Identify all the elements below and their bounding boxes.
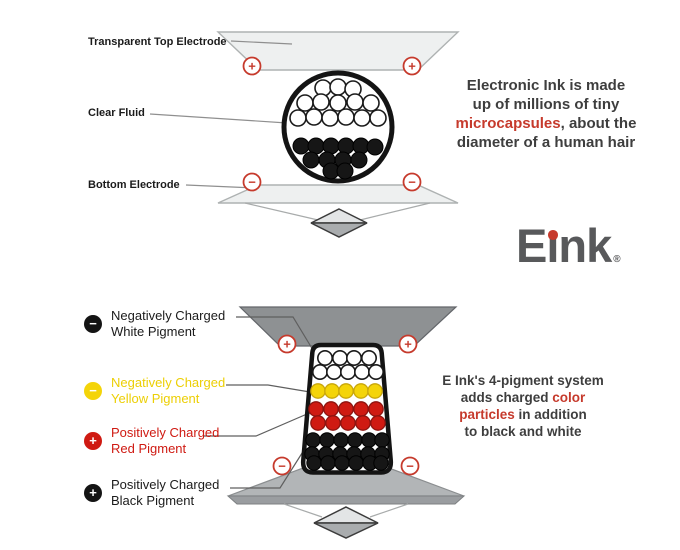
negative-charge-icon: −: [84, 314, 102, 333]
perspective-line: [244, 202, 319, 221]
svg-text:+: +: [283, 337, 291, 352]
top-diagram-art: + + − −: [149, 31, 460, 238]
charge-symbol: −: [89, 316, 97, 331]
caption-line: adds charged color: [390, 389, 656, 406]
label-transparent-top-electrode: Transparent Top Electrode: [88, 36, 227, 48]
caption-line: to black and white: [464, 424, 582, 439]
white-pigment-row: [311, 349, 384, 380]
label-connector-clear-fluid: [149, 113, 288, 124]
legend-line1: Positively Charged: [111, 425, 220, 440]
positive-charge-icon: +: [398, 334, 418, 354]
caption-line: diameter of a human hair: [456, 134, 636, 151]
label-clear-fluid: Clear Fluid: [88, 107, 145, 119]
legend-item-white-pigment: − Negatively Charged White Pigment: [84, 308, 225, 339]
legend-line2: Red Pigment: [111, 440, 187, 456]
legend-line1: Positively Charged: [111, 477, 220, 492]
svg-text:−: −: [248, 175, 256, 190]
legend-line2: Yellow Pigment: [111, 390, 200, 406]
particles-highlight: particles: [459, 407, 515, 422]
caption-line: E Ink's 4-pigment system: [390, 372, 656, 389]
svg-text:−: −: [406, 459, 414, 474]
bottom-caption: E Ink's 4-pigment system adds charged co…: [390, 372, 656, 440]
legend-label: Negatively Charged White Pigment: [111, 308, 225, 339]
display-pixel-diamond: [313, 506, 379, 539]
negative-charge-icon: −: [272, 456, 292, 476]
color-highlight: color: [552, 390, 586, 405]
legend-connector-black: [230, 449, 305, 489]
svg-text:−: −: [278, 459, 286, 474]
microcapsules-highlight: microcapsules: [455, 115, 561, 132]
bottom-electrode-sheet: [217, 184, 459, 204]
bottom-diagram-art: + + − −: [204, 306, 466, 539]
svg-text:+: +: [408, 59, 416, 74]
caption-line: particles in addition: [390, 406, 656, 423]
legend-connector-yellow: [226, 384, 311, 393]
negative-charge-icon: −: [242, 172, 262, 192]
caption-text: system: [553, 373, 604, 388]
legend-line2: Black Pigment: [111, 492, 195, 508]
positive-charge-icon: +: [84, 483, 102, 502]
caption-text: in addition: [514, 407, 587, 422]
positive-charge-icon: +: [277, 334, 297, 354]
legend-label: Positively Charged Black Pigment: [111, 477, 219, 508]
negative-charge-icon: −: [84, 381, 102, 400]
bottom-electrode-front-face: [226, 495, 466, 505]
positive-charge-icon: +: [402, 56, 422, 76]
legend-connector-white: [236, 316, 317, 356]
registered-trademark-icon: ®: [613, 254, 621, 265]
perspective-line: [359, 202, 431, 221]
top-electrode-sheet-dark: [238, 306, 458, 347]
logo-wordmark: Eınk: [516, 219, 612, 272]
negative-charge-icon: −: [400, 456, 420, 476]
caption-line: microcapsules, about the: [437, 114, 655, 133]
positive-charge-icon: +: [242, 56, 262, 76]
four-pigment-bold: 4-pigment: [488, 373, 554, 388]
label-connector-top-electrode: [230, 40, 293, 45]
logo-ink: ınk: [546, 219, 612, 272]
legend-label: Negatively Charged Yellow Pigment: [111, 375, 225, 406]
yellow-pigment-row: [310, 383, 383, 399]
legend-line1: Negatively Charged: [111, 375, 226, 390]
svg-text:+: +: [404, 337, 412, 352]
legend-line2: White Pigment: [111, 323, 196, 339]
label-bottom-electrode: Bottom Electrode: [88, 179, 180, 191]
top-caption: Electronic Ink is made up of millions of…: [437, 76, 655, 152]
white-pigment-particles: [289, 78, 387, 127]
charge-symbol: −: [89, 383, 97, 398]
eink-logo: Eınk®: [516, 222, 621, 278]
logo-red-dot-icon: [548, 230, 558, 240]
legend-label: Positively Charged Red Pigment: [111, 425, 219, 456]
charge-symbol: +: [89, 433, 97, 448]
charge-symbol: +: [89, 485, 97, 500]
caption-text: E Ink's: [442, 373, 489, 388]
perspective-line: [283, 503, 323, 518]
display-pixel-diamond: [310, 208, 368, 238]
negative-charge-icon: −: [402, 172, 422, 192]
caption-text: , about the: [560, 115, 637, 132]
caption-line: up of millions of tiny: [472, 96, 620, 113]
legend-item-red-pigment: + Positively Charged Red Pigment: [84, 425, 219, 456]
perspective-line: [369, 503, 409, 518]
svg-text:−: −: [408, 175, 416, 190]
logo-letter-e: E: [516, 219, 547, 272]
black-pigment-row: [304, 432, 390, 471]
positive-charge-icon: +: [84, 431, 102, 450]
legend-item-yellow-pigment: − Negatively Charged Yellow Pigment: [84, 375, 225, 406]
caption-line: Electronic Ink is made: [466, 77, 626, 94]
svg-text:+: +: [248, 59, 256, 74]
caption-text: adds charged: [460, 390, 553, 405]
legend-connector-red: [204, 413, 308, 437]
legend-item-black-pigment: + Positively Charged Black Pigment: [84, 477, 219, 508]
black-pigment-particles: [292, 137, 384, 180]
label-connector-bottom-electrode: [185, 184, 256, 189]
red-pigment-row: [308, 401, 386, 431]
legend-line1: Negatively Charged: [111, 308, 226, 323]
